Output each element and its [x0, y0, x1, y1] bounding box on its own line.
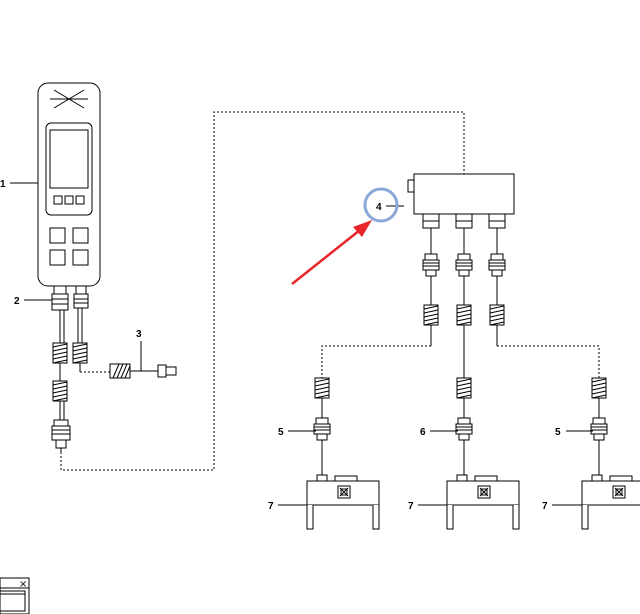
cable-main — [51, 310, 71, 452]
hub-unit — [407, 173, 515, 229]
close-icon[interactable]: × — [19, 579, 27, 590]
cable-secondary — [72, 308, 177, 379]
callout-6: 6 — [420, 427, 426, 438]
callout-7-right: 7 — [542, 501, 548, 512]
dashed-link-main — [60, 111, 465, 471]
chain-right — [590, 377, 608, 476]
chain-center — [455, 377, 473, 476]
terminal-device-center — [446, 474, 520, 530]
handheld-ports — [51, 285, 89, 311]
callout-1: 1 — [0, 179, 6, 190]
callout-3: 3 — [136, 329, 142, 340]
callout-5-right: 5 — [555, 427, 561, 438]
terminal-device-left — [306, 474, 380, 530]
callout-7-left: 7 — [268, 501, 274, 512]
highlight-arrow — [291, 220, 372, 285]
handheld-unit — [37, 82, 101, 287]
hub-drop-left — [422, 228, 440, 346]
callout-4: 4 — [376, 202, 382, 213]
hub-drop-right — [488, 228, 506, 346]
callout-7-center: 7 — [408, 501, 414, 512]
chain-left — [313, 377, 331, 476]
window-fragment — [0, 577, 30, 614]
callout-5-left: 5 — [278, 427, 284, 438]
terminal-device-right — [581, 474, 640, 530]
dashed-branch-left — [321, 345, 431, 378]
highlight-circle — [363, 187, 399, 223]
dashed-branch-right — [497, 345, 600, 378]
hub-drop-center — [455, 228, 473, 378]
callout-2: 2 — [14, 296, 20, 307]
